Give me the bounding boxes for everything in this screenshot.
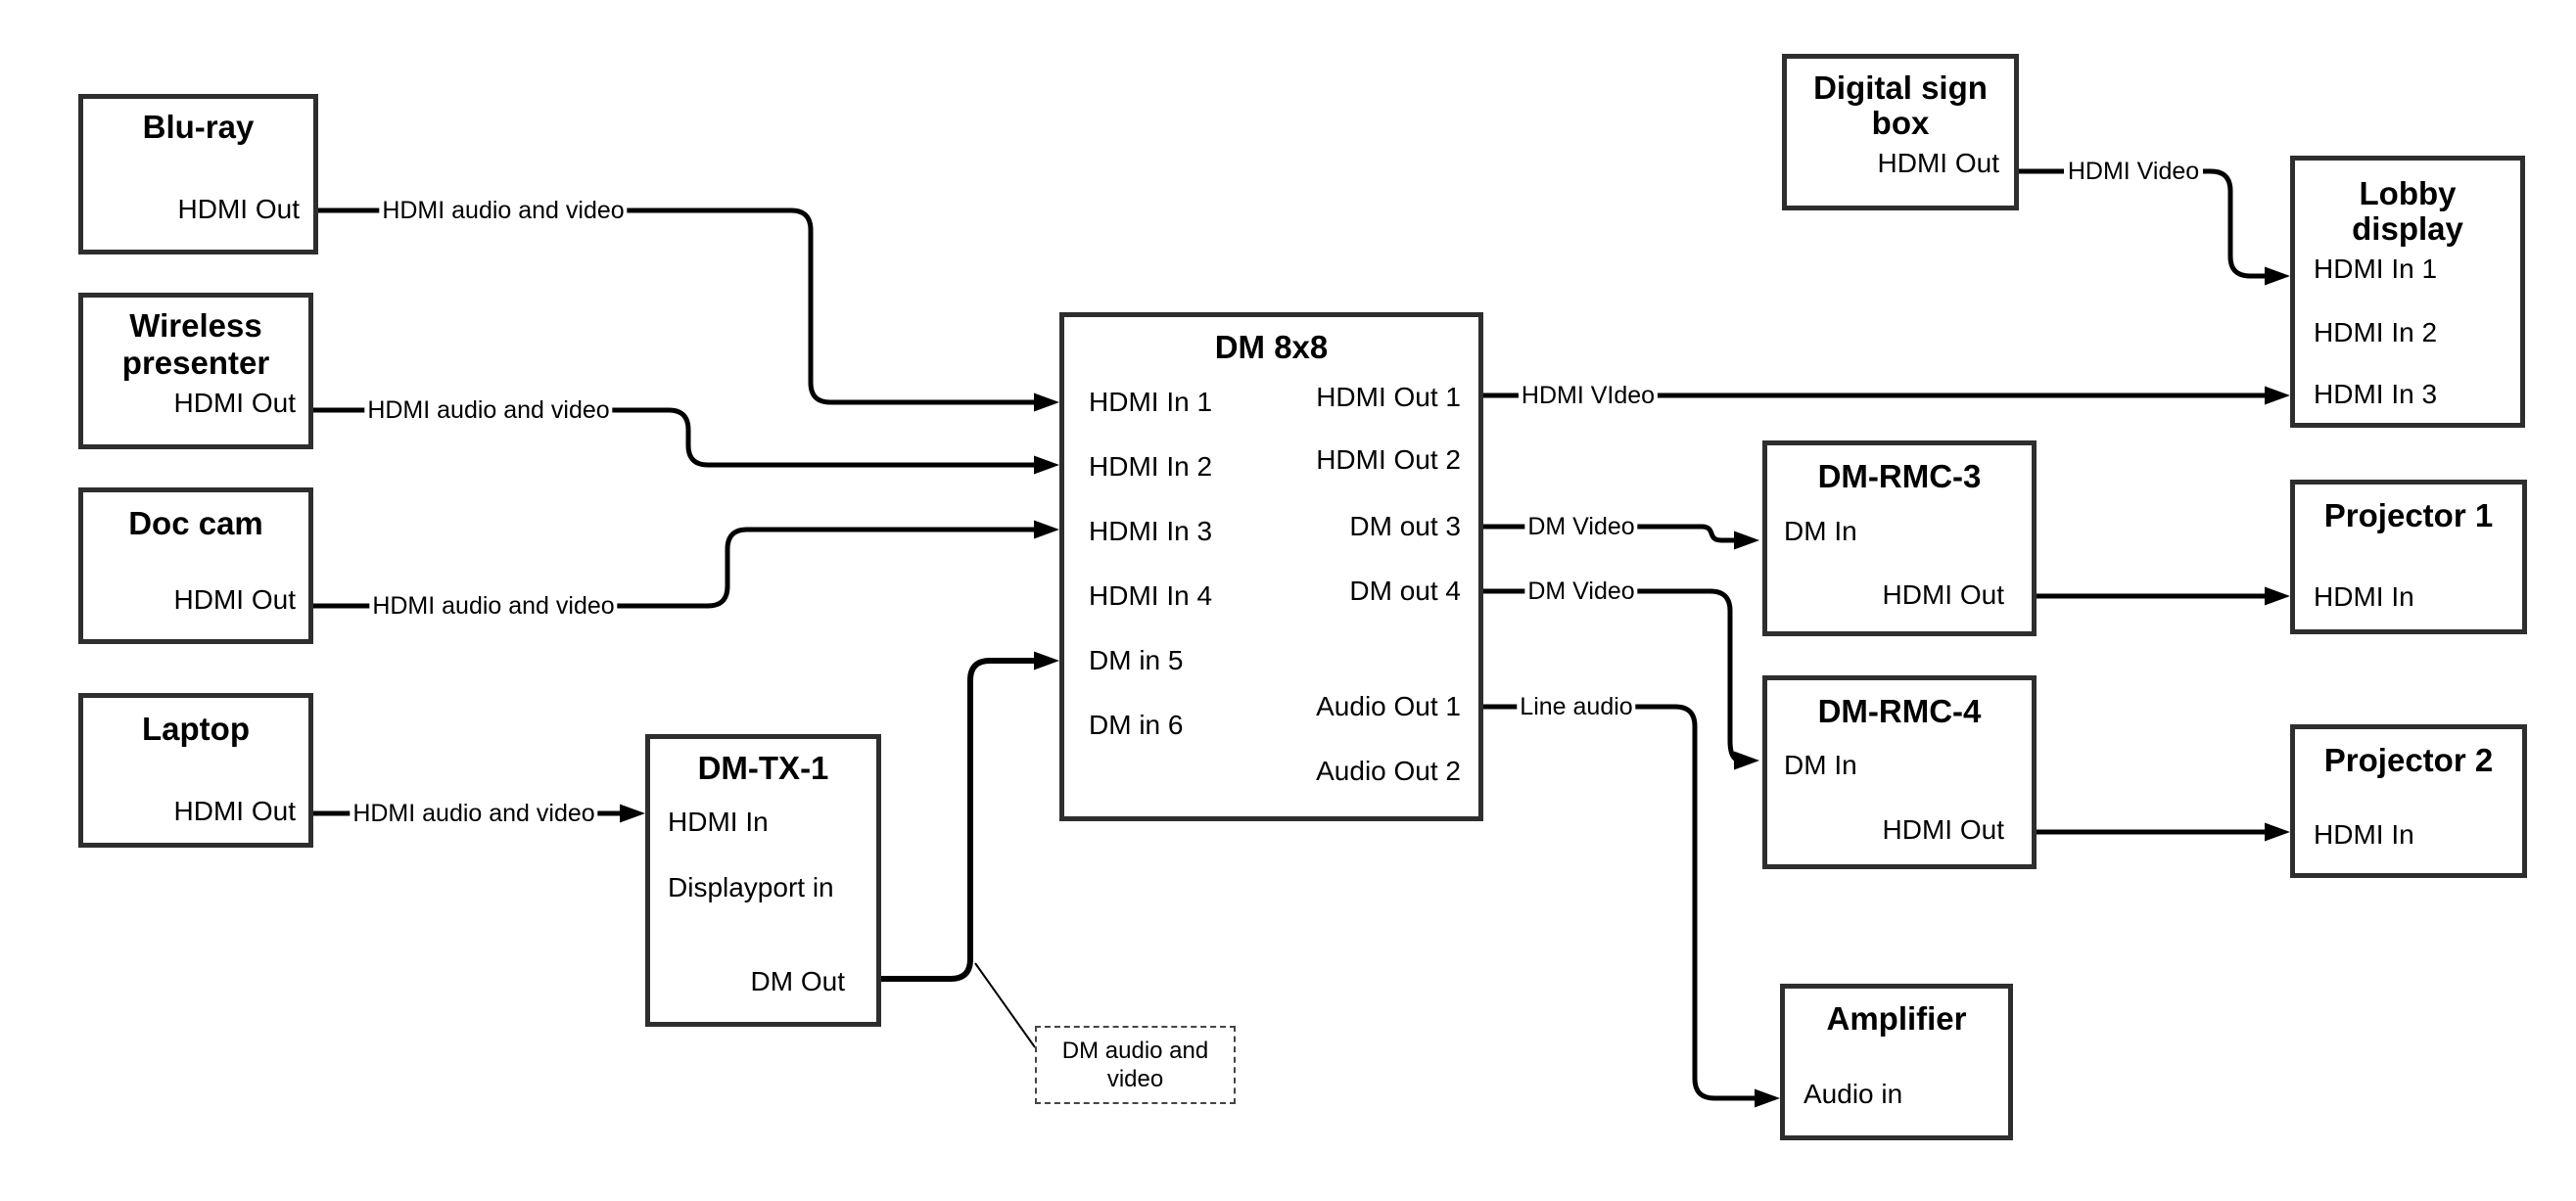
node-dm-8x8-port-hdmi-out-1: HDMI Out 1 [1316, 382, 1461, 412]
node-projector-2: Projector 2 HDMI In [2290, 724, 2527, 878]
node-doc-cam-title: Doc cam [128, 505, 263, 541]
callout-dm-audio-video-text: DM audio and video [1061, 1038, 1209, 1092]
node-dm-8x8-port-hdmi-in-2: HDMI In 2 [1089, 451, 1213, 482]
node-dm-rmc-3-title: DM-RMC-3 [1817, 458, 1982, 494]
edge-dm8x8-audio1-to-amp [1483, 704, 1756, 1101]
node-dm-8x8-port-dm-in-6: DM in 6 [1089, 710, 1184, 740]
edge-dmtx1-to-dm8x8 [881, 658, 1038, 982]
node-dm-tx-1-port-hdmi-in: HDMI In [668, 807, 769, 837]
node-lobby-display-port-hdmi-in-1: HDMI In 1 [2314, 254, 2438, 284]
node-laptop: Laptop HDMI Out [78, 693, 313, 848]
edge-label-dm-video-3: DM Video [1524, 512, 1638, 541]
node-projector-2-title: Projector 2 [2323, 742, 2494, 778]
node-dm-8x8-port-hdmi-in-3: HDMI In 3 [1089, 516, 1213, 546]
edge-label-line-audio: Line audio [1517, 692, 1636, 721]
node-projector-1-title: Projector 1 [2323, 497, 2494, 533]
edge-label-wireless: HDMI audio and video [364, 395, 613, 425]
node-dm-rmc-3-port-hdmi-out: HDMI Out [1882, 579, 2004, 610]
edge-label-hdmi-video-out1: HDMI VIdeo [1518, 381, 1659, 410]
node-dm-tx-1-port-displayport-in: Displayport in [668, 872, 834, 902]
node-dm-8x8-port-hdmi-in-4: HDMI In 4 [1089, 580, 1213, 611]
node-dm-tx-1: DM-TX-1 HDMI In Displayport in DM Out [645, 734, 881, 1027]
edge-label-bluray: HDMI audio and video [379, 196, 628, 225]
edge-doccam-to-dm8x8 [313, 527, 1038, 609]
node-dm-8x8-port-dm-in-5: DM in 5 [1089, 645, 1184, 675]
node-lobby-display: Lobby display HDMI In 1 HDMI In 2 HDMI I… [2290, 156, 2525, 428]
node-dm-rmc-4: DM-RMC-4 DM In HDMI Out [1762, 675, 2037, 869]
edge-sign-to-lobby [2019, 168, 2267, 279]
callout-pointer-line [974, 962, 1036, 1048]
arrowheads [620, 266, 2290, 1108]
edge-label-dm-video-4: DM Video [1524, 577, 1638, 606]
node-dm-8x8-port-dm-out-3: DM out 3 [1349, 511, 1461, 541]
node-wireless-presenter: Wireless presenter HDMI Out [78, 293, 313, 449]
node-projector-1: Projector 1 HDMI In [2290, 480, 2527, 634]
node-projector-1-port-hdmi-in: HDMI In [2314, 581, 2414, 612]
node-dm-tx-1-title: DM-TX-1 [697, 750, 829, 786]
node-doc-cam: Doc cam HDMI Out [78, 487, 313, 644]
node-amplifier: Amplifier Audio in [1780, 984, 2013, 1140]
node-projector-2-port-hdmi-in: HDMI In [2314, 819, 2414, 850]
node-dm-8x8-port-audio-out-2: Audio Out 2 [1316, 756, 1461, 786]
edge-dm8x8-out4-to-rmc4 [1483, 588, 1742, 763]
node-lobby-display-port-hdmi-in-3: HDMI In 3 [2314, 379, 2438, 409]
node-dm-tx-1-port-dm-out: DM Out [750, 966, 845, 996]
edge-bluray-to-dm8x8 [318, 208, 1038, 405]
node-digital-sign-box: Digital sign box HDMI Out [1782, 54, 2019, 210]
node-dm-8x8-port-hdmi-out-2: HDMI Out 2 [1316, 444, 1461, 475]
node-digital-sign-box-title: Digital sign box [1813, 69, 1988, 141]
node-doc-cam-port-hdmi-out: HDMI Out [173, 584, 296, 615]
node-amplifier-title: Amplifier [1826, 1000, 1967, 1037]
node-bluray: Blu-ray HDMI Out [78, 94, 318, 254]
node-bluray-title: Blu-ray [142, 109, 255, 145]
node-dm-8x8-port-dm-out-4: DM out 4 [1349, 576, 1461, 606]
node-dm-8x8: DM 8x8 HDMI In 1 HDMI In 2 HDMI In 3 HDM… [1059, 312, 1483, 821]
node-dm-8x8-title: DM 8x8 [1214, 329, 1329, 365]
node-wireless-presenter-title: Wireless presenter [121, 307, 270, 381]
node-lobby-display-title: Lobby display [2352, 175, 2463, 247]
edge-wireless-to-dm8x8 [313, 407, 1038, 468]
node-laptop-title: Laptop [142, 711, 250, 747]
node-wireless-presenter-port-hdmi-out: HDMI Out [173, 388, 296, 418]
node-dm-rmc-4-port-hdmi-out: HDMI Out [1882, 814, 2004, 845]
node-dm-rmc-4-port-dm-in: DM In [1784, 750, 1857, 780]
node-dm-8x8-port-hdmi-in-1: HDMI In 1 [1089, 387, 1213, 417]
node-digital-sign-box-port-hdmi-out: HDMI Out [1877, 148, 1999, 178]
node-dm-rmc-3: DM-RMC-3 DM In HDMI Out [1762, 440, 2037, 636]
edge-label-hdmi-video-sign: HDMI Video [2064, 157, 2203, 186]
node-laptop-port-hdmi-out: HDMI Out [173, 796, 296, 826]
node-bluray-port-hdmi-out: HDMI Out [177, 194, 300, 224]
node-dm-rmc-4-title: DM-RMC-4 [1817, 693, 1982, 729]
node-dm-8x8-port-audio-out-1: Audio Out 1 [1316, 691, 1461, 721]
node-amplifier-port-audio-in: Audio in [1803, 1079, 1903, 1109]
edge-label-doccam: HDMI audio and video [369, 591, 618, 621]
edge-label-laptop: HDMI audio and video [350, 799, 598, 828]
node-lobby-display-port-hdmi-in-2: HDMI In 2 [2314, 317, 2438, 347]
callout-dm-audio-video: DM audio and video [1035, 1026, 1236, 1104]
edge-dm8x8-out3-to-rmc3 [1483, 524, 1736, 543]
node-dm-rmc-3-port-dm-in: DM In [1784, 516, 1857, 546]
